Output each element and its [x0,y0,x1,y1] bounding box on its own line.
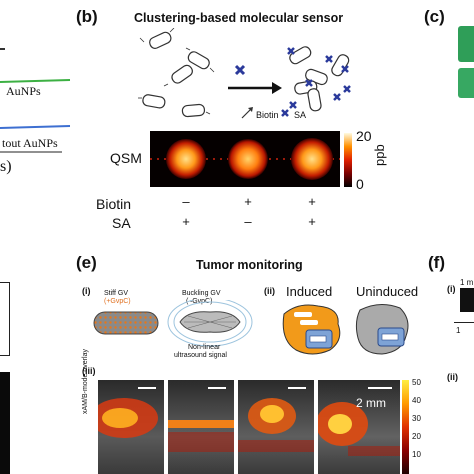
buckling-gv-label: Buckling GV [182,290,221,297]
xam-tick-30: 30 [412,414,421,423]
fragment-label-aunps: AuNPs [6,84,41,98]
sa-value-1: + [182,214,190,229]
qsm-colorbar-unit: ppb [372,144,387,166]
fragment-dash [0,48,5,50]
uninduced-label: Uninduced [356,284,419,299]
stiff-gv-sublabel: (+GvpC) [104,298,131,305]
qsm-sample-2 [228,139,268,179]
induced-label: Induced [286,284,333,299]
xam-tick-50: 50 [412,378,421,387]
qsm-colorbar-max: 20 [356,128,372,144]
clustering-schematic [138,28,351,119]
panel-c-letter: (c) [424,7,445,26]
panel-f-sub-ii: (ii) [447,372,458,382]
qsm-colorbar-min: 0 [356,176,364,192]
xam-tick-10: 10 [412,450,421,459]
panel-f-scale-line [454,322,474,323]
panel-b-letter: (b) [76,7,98,26]
qsm-label: QSM [110,150,142,166]
biotin-value-2: + [244,194,252,209]
panel-f-frag-top: 1 m [460,278,474,287]
panel-b-title: Clustering-based molecular sensor [134,11,344,25]
panel-e-title: Tumor monitoring [196,258,303,272]
xam-tick-40: 40 [412,396,421,405]
panel-f-dark-image [460,288,474,312]
nonlinear-label: Non-linear [188,344,221,351]
fragment-plot-lines [0,79,71,153]
fragment-axis-label: s) [0,158,12,175]
overlay-side-label: xAM/B-mode overlay [82,349,89,414]
panel-e-sub-ii: (ii) [264,286,275,296]
biotin-value-1: – [182,194,190,209]
panel-f-letter: (f) [428,253,445,272]
tumor-frame-4 [318,380,400,474]
qsm-sample-3 [291,138,333,180]
panel-e-sub-iii: (iii) [82,366,96,376]
legend-sa: SA [294,110,307,120]
panel-c-green-block-2 [458,68,474,98]
fragment-dark-image [0,372,10,474]
fragment-label-without-aunps: tout AuNPs [2,136,58,150]
scale-bar-label: 2 mm [356,396,386,410]
row-sa-label: SA [112,215,131,231]
fragment-box [0,282,10,356]
qsm-image-strip [150,131,340,187]
sa-value-3: + [308,214,316,229]
cell-schematic [282,304,409,355]
qsm-colorbar [344,133,352,187]
panel-f-sub-i: (i) [447,284,456,294]
panel-c-green-block-1 [458,26,474,62]
legend-biotin: Biotin [256,110,279,120]
nonlinear-label-2: ultrasound signal [174,352,227,359]
gv-schematic [93,300,253,347]
sa-value-2: – [244,214,252,229]
qsm-sample-1 [166,139,206,179]
stiff-gv-label: Stiff GV [104,290,128,297]
xam-colorbar [402,380,409,474]
tumor-frame-2 [168,380,234,474]
xam-tick-20: 20 [412,432,421,441]
panel-f-frag-bottom: 1 [456,326,461,335]
row-biotin-label: Biotin [96,196,132,212]
biotin-value-3: + [308,194,316,209]
stiff-gv-shape [93,311,159,335]
panel-e-letter: (e) [76,253,97,272]
tumor-frame-3 [238,380,314,474]
tumor-frame-1 [98,380,164,474]
panel-e-sub-i: (i) [82,286,91,296]
buckling-gv-sublabel: (–GvpC) [186,298,213,305]
